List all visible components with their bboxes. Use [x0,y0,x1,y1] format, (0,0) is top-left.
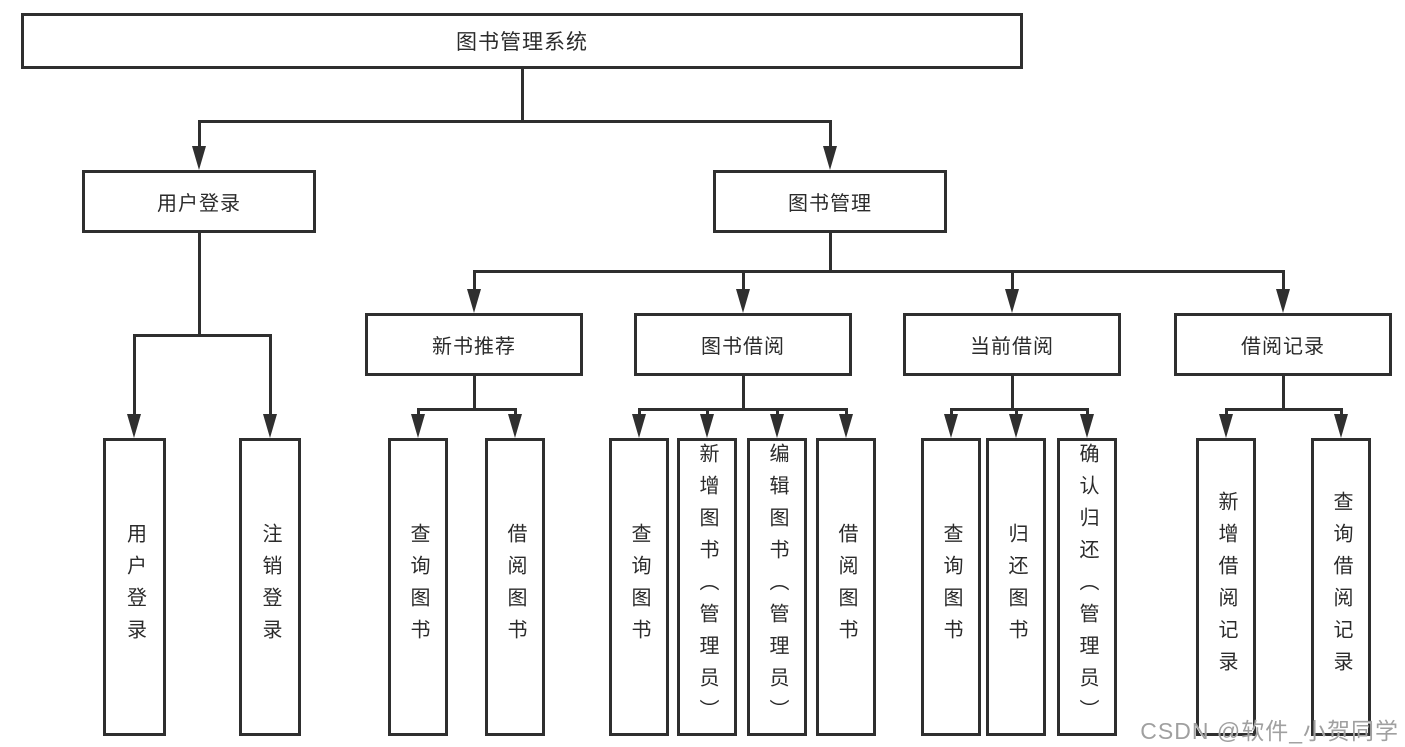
node-user-login-label: 用户登录 [157,193,241,215]
leaf-borrow-book-recommend-label: 借阅图书 [504,523,526,651]
connector-line [828,120,832,148]
leaf-confirm-return-admin: 确认归还（管理员） [1057,438,1117,736]
leaf-confirm-return-admin-label: 确认归还（管理员） [1076,443,1098,731]
arrowhead-icon [770,414,784,438]
arrowhead-icon [1009,414,1023,438]
leaf-user-login: 用户登录 [103,438,166,736]
node-book-management: 图书管理 [713,170,947,233]
leaf-add-borrow-record: 新增借阅记录 [1196,438,1256,736]
connector-line [472,270,476,291]
node-new-book-recommend-label: 新书推荐 [432,336,516,358]
connector-line [705,408,709,416]
connector-line [1281,270,1285,291]
node-root: 图书管理系统 [21,13,1023,69]
watermark: CSDN @软件_小贺同学 [1140,718,1399,744]
connector-line [198,120,831,123]
connector-line [844,408,848,416]
node-current-borrow-label: 当前借阅 [970,336,1054,358]
connector-line [197,232,201,337]
node-root-label: 图书管理系统 [456,31,588,54]
leaf-query-borrow-record: 查询借阅记录 [1311,438,1371,736]
leaf-query-book-current-label: 查询图书 [940,523,962,651]
leaf-query-borrow-record-label: 查询借阅记录 [1330,491,1352,683]
leaf-borrow-book: 借阅图书 [816,438,876,736]
connector-line [513,408,517,416]
leaf-query-book-recommend: 查询图书 [388,438,448,736]
connector-line [473,270,1284,273]
node-borrow-record: 借阅记录 [1174,313,1392,376]
leaf-edit-book-admin: 编辑图书（管理员） [747,438,807,736]
leaf-return-book-label: 归还图书 [1005,523,1027,651]
leaf-query-book-borrow: 查询图书 [609,438,669,736]
connector-line [775,408,779,416]
arrowhead-icon [839,414,853,438]
arrowhead-icon [1276,289,1290,313]
leaf-query-book-recommend-label: 查询图书 [407,523,429,651]
leaf-logout-label: 注销登录 [259,523,281,651]
leaf-add-borrow-record-label: 新增借阅记录 [1215,491,1237,683]
connector-line [472,375,476,411]
arrowhead-icon [1219,414,1233,438]
connector-line [520,68,524,122]
node-book-borrow-label: 图书借阅 [701,336,785,358]
arrowhead-icon [1334,414,1348,438]
arrowhead-icon [1080,414,1094,438]
leaf-query-book-borrow-label: 查询图书 [628,523,650,651]
connector-line [1010,270,1014,291]
node-borrow-record-label: 借阅记录 [1241,336,1325,358]
node-book-management-label: 图书管理 [788,193,872,215]
connector-line [741,375,745,411]
connector-line [1339,408,1343,416]
node-current-borrow: 当前借阅 [903,313,1121,376]
connector-line [1281,375,1285,411]
leaf-borrow-book-label: 借阅图书 [835,523,857,651]
arrowhead-icon [823,146,837,170]
arrowhead-icon [1005,289,1019,313]
connector-line [949,408,953,416]
connector-line [638,408,847,411]
leaf-logout: 注销登录 [239,438,301,736]
connector-line [828,232,832,273]
node-user-login: 用户登录 [82,170,316,233]
arrowhead-icon [508,414,522,438]
leaf-edit-book-admin-label: 编辑图书（管理员） [766,443,788,731]
leaf-return-book: 归还图书 [986,438,1046,736]
arrowhead-icon [411,414,425,438]
leaf-user-login-label: 用户登录 [123,523,146,651]
connector-line [132,334,136,416]
arrowhead-icon [127,414,141,438]
arrowhead-icon [944,414,958,438]
arrowhead-icon [700,414,714,438]
connector-line [1225,408,1342,411]
connector-line [134,334,271,337]
leaf-add-book-admin-label: 新增图书（管理员） [696,443,718,731]
arrowhead-icon [632,414,646,438]
arrowhead-icon [263,414,277,438]
connector-line [1014,408,1018,416]
leaf-add-book-admin: 新增图书（管理员） [677,438,737,736]
connector-line [197,120,201,148]
connector-line [950,408,1088,411]
arrowhead-icon [192,146,206,170]
leaf-borrow-book-recommend: 借阅图书 [485,438,545,736]
connector-line [416,408,420,416]
leaf-query-book-current: 查询图书 [921,438,981,736]
node-book-borrow: 图书借阅 [634,313,852,376]
node-new-book-recommend: 新书推荐 [365,313,583,376]
connector-line [1085,408,1089,416]
connector-line [637,408,641,416]
arrowhead-icon [467,289,481,313]
connector-line [268,334,272,416]
connector-line [1010,375,1014,411]
connector-line [1224,408,1228,416]
arrowhead-icon [736,289,750,313]
connector-line [741,270,745,291]
connector-line [417,408,516,411]
